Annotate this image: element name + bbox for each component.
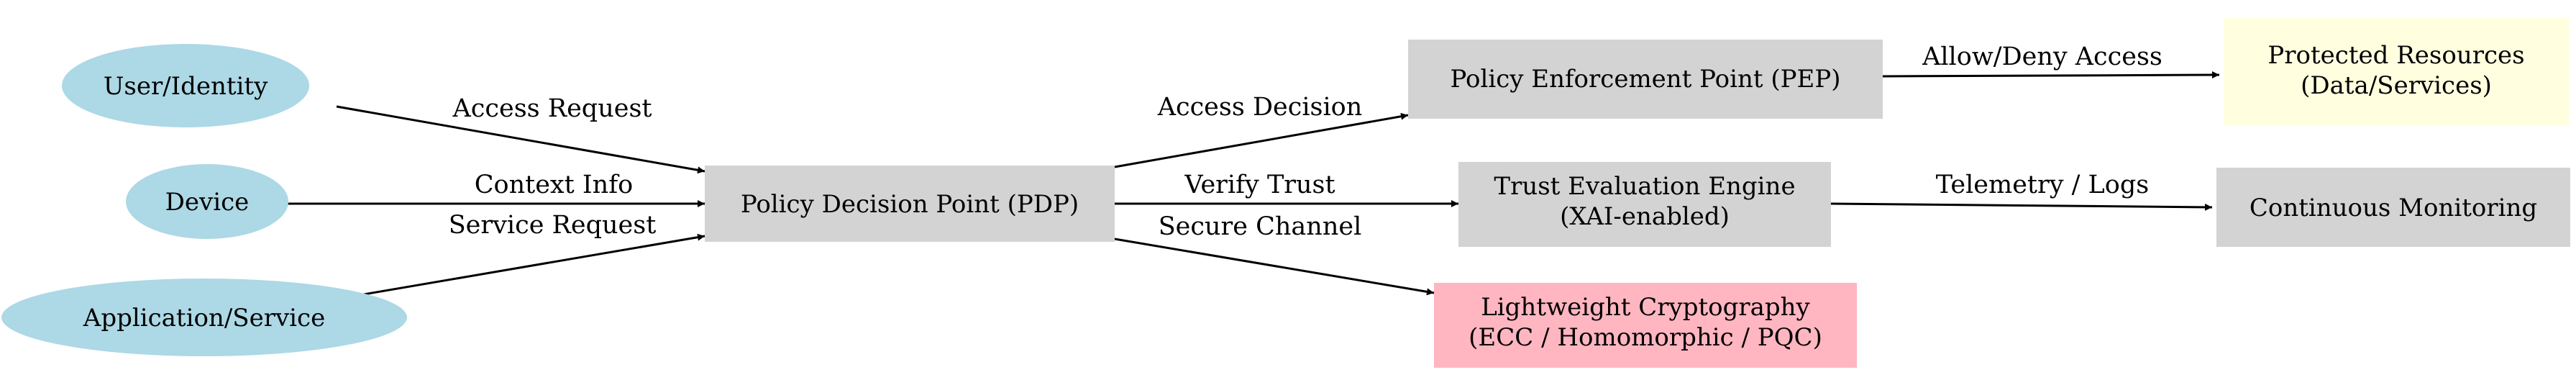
edge-label-telemetry-logs: Telemetry / Logs [1936, 171, 2149, 199]
node-label: Device [165, 188, 250, 217]
node-policy-decision-point: Policy Decision Point (PDP) [705, 166, 1115, 242]
node-label: User/Identity [104, 72, 268, 101]
edges: Access Request Context Info Service Requ… [288, 42, 2220, 297]
nodes: User/Identity Device Application/Service… [1, 18, 2570, 368]
node-label-line-2: (XAI-enabled) [1560, 202, 1730, 231]
node-application-service: Application/Service [1, 279, 407, 356]
node-shape [1, 279, 407, 356]
node-label: Application/Service [83, 304, 325, 332]
edge-label-allow-deny-access: Allow/Deny Access [1922, 42, 2162, 71]
edge-label-context-info: Context Info [475, 171, 634, 199]
node-shape [1408, 40, 1883, 119]
edge-label-service-request: Service Request [449, 211, 657, 240]
edge-user-to-pdp: Access Request [336, 94, 705, 174]
node-label-line-2: (ECC / Homomorphic / PQC) [1469, 323, 1822, 352]
node-label-line-1: Protected Resources [2267, 41, 2524, 70]
node-shape [126, 164, 288, 239]
node-label-line-1: Lightweight Cryptography [1481, 293, 1810, 322]
node-device: Device [126, 164, 288, 239]
edge-label-access-decision: Access Decision [1157, 93, 1363, 122]
node-label: Policy Decision Point (PDP) [741, 190, 1079, 219]
edge-label-access-request: Access Request [452, 94, 652, 123]
node-label-line-2: (Data/Services) [2301, 71, 2492, 100]
node-label-line-1: Trust Evaluation Engine [1494, 172, 1795, 201]
node-shape [2224, 18, 2569, 126]
edge-pdp-to-crypto: Secure Channel [1114, 212, 1435, 296]
edge-app-to-pdp: Service Request [359, 211, 705, 297]
node-label: Policy Enforcement Point (PEP) [1450, 65, 1840, 94]
node-protected-resources: Protected Resources (Data/Services) [2224, 18, 2569, 126]
node-shape [705, 166, 1115, 242]
edge-device-to-pdp: Context Info [288, 171, 705, 207]
edge-pdp-to-pep: Access Decision [1114, 93, 1409, 168]
edge-label-verify-trust: Verify Trust [1184, 171, 1335, 199]
edge-label-secure-channel: Secure Channel [1159, 212, 1362, 241]
node-shape [1434, 283, 1857, 368]
node-trust-evaluation-engine: Trust Evaluation Engine (XAI-enabled) [1458, 162, 1831, 247]
node-label: Continuous Monitoring [2250, 194, 2537, 222]
node-shape [62, 44, 309, 127]
node-lightweight-cryptography: Lightweight Cryptography (ECC / Homomorp… [1434, 283, 1857, 368]
node-policy-enforcement-point: Policy Enforcement Point (PEP) [1408, 40, 1883, 119]
node-shape [1458, 162, 1831, 247]
edge-pdp-to-trust: Verify Trust [1115, 171, 1458, 207]
edge-pep-to-resources: Allow/Deny Access [1882, 42, 2220, 79]
node-user-identity: User/Identity [62, 44, 309, 127]
node-continuous-monitoring: Continuous Monitoring [2216, 168, 2570, 247]
edge-trust-to-monitoring: Telemetry / Logs [1830, 171, 2213, 211]
node-shape [2216, 168, 2570, 247]
